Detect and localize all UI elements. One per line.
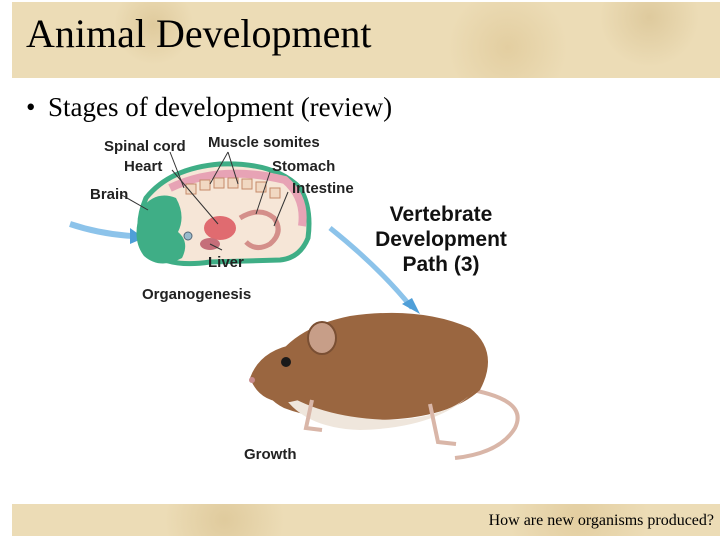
development-illustration — [60, 128, 540, 468]
mouse-ear — [308, 322, 336, 354]
development-figure: Spinal cord Muscle somites Heart Stomach… — [60, 128, 540, 468]
embryo-eye — [184, 232, 192, 240]
bullet-text: Stages of development (review) — [48, 92, 392, 122]
label-organogenesis: Organogenesis — [142, 286, 251, 303]
path-title-line-1: Vertebrate — [356, 202, 526, 227]
label-stomach: Stomach — [272, 158, 335, 175]
slide-title: Animal Development — [26, 14, 371, 54]
label-spinal-cord: Spinal cord — [104, 138, 186, 155]
embryo-heart — [204, 216, 236, 240]
vertebrate-path-title: Vertebrate Development Path (3) — [356, 202, 526, 277]
footer-text: How are new organisms produced? — [489, 512, 714, 530]
mouse-illustration — [249, 313, 518, 458]
label-intestine: Intestine — [292, 180, 354, 197]
label-heart: Heart — [124, 158, 162, 175]
bullet-dot: • — [26, 92, 48, 123]
incoming-arrow — [70, 224, 132, 236]
mouse-nose — [249, 377, 255, 383]
mouse-eye — [281, 357, 291, 367]
path-title-line-2: Development — [356, 227, 526, 252]
label-liver: Liver — [208, 254, 244, 271]
footer-bar: How are new organisms produced? — [12, 504, 720, 536]
label-muscle-somites: Muscle somites — [208, 134, 320, 151]
path-title-line-3: Path (3) — [356, 252, 526, 277]
label-brain: Brain — [90, 186, 128, 203]
label-growth: Growth — [244, 446, 297, 463]
bullet-item: •Stages of development (review) — [26, 92, 392, 123]
